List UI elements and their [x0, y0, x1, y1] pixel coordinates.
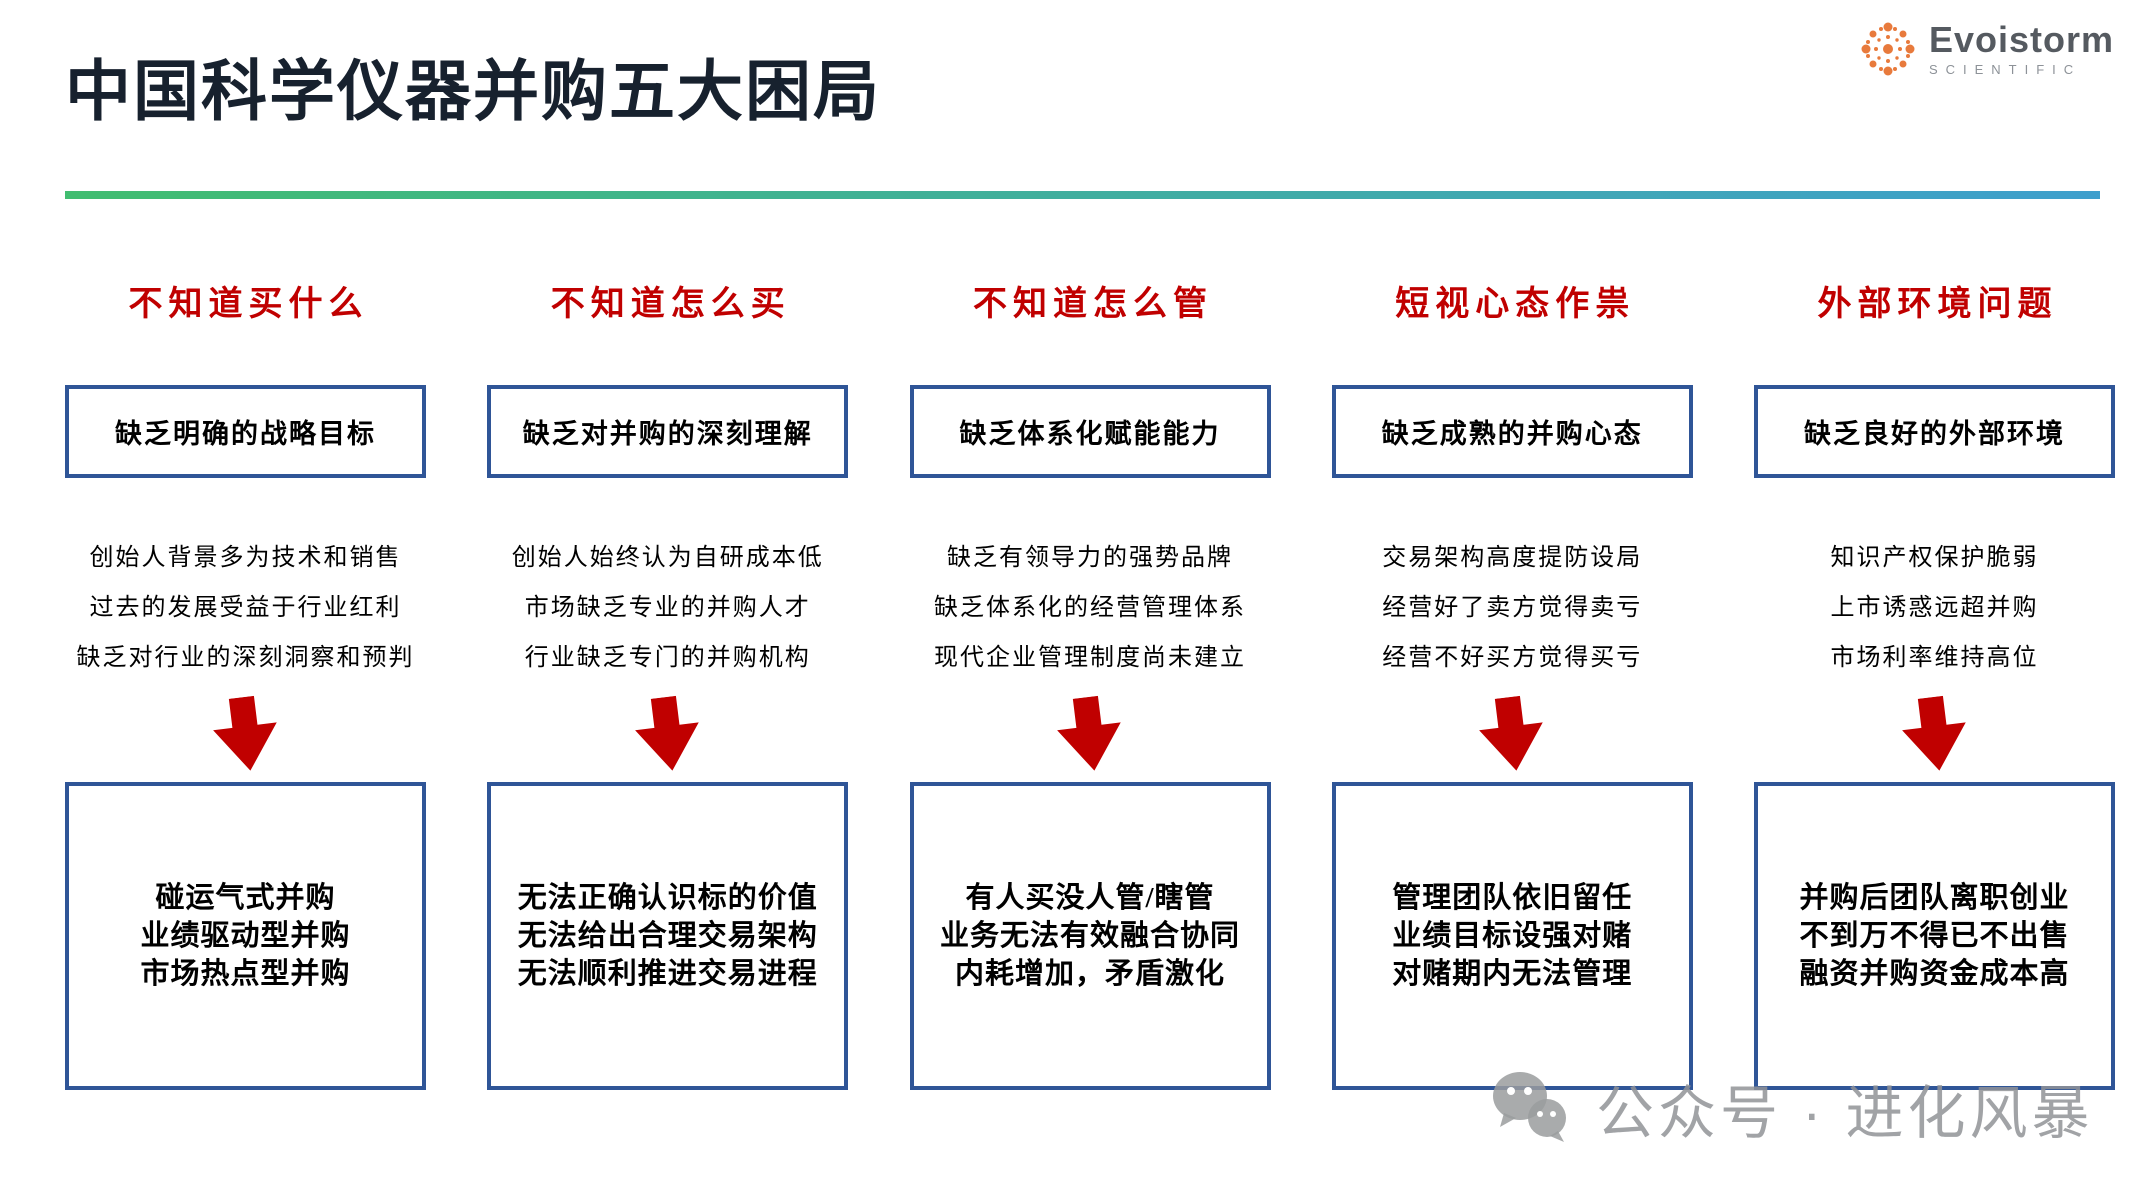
result-item: 有人买没人管/瞎管: [965, 882, 1215, 914]
cause-item: 行业缺乏专门的并购机构: [524, 645, 811, 671]
result-box: 管理团队依旧留任 业绩目标设强对赌 对赌期内无法管理: [1331, 782, 1693, 1090]
result-box: 无法正确认识标的价值 无法给出合理交易架构 无法顺利推进交易进程: [487, 782, 849, 1090]
problem-text: 缺乏对并购的深刻理解: [522, 419, 813, 449]
column-3: 不知道怎么管 缺乏体系化赋能能力 缺乏有领导力的强势品牌 缺乏体系化的经营管理体…: [909, 285, 1271, 1090]
problem-box: 缺乏体系化赋能能力: [909, 385, 1271, 478]
cause-item: 知识产权保护脆弱: [1830, 545, 2039, 571]
result-item: 对赌期内无法管理: [1392, 958, 1633, 990]
result-item: 无法给出合理交易架构: [517, 920, 818, 952]
down-arrow-icon: [1479, 695, 1544, 771]
problem-text: 缺乏成熟的并购心态: [1381, 419, 1643, 449]
logo-text: Evoistorm SCIENTIFIC: [1928, 19, 2114, 77]
result-item: 业绩目标设强对赌: [1392, 920, 1633, 952]
watermark: 公众号 · 进化风暴: [1490, 1066, 2094, 1150]
evoistorm-logo: Evoistorm SCIENTIFIC: [1857, 18, 2114, 80]
down-arrow-icon: [212, 695, 277, 771]
cause-item: 创始人背景多为技术和销售: [89, 545, 402, 571]
down-arrow-icon: [1057, 695, 1121, 771]
result-box: 碰运气式并购 业绩驱动型并购 市场热点型并购: [65, 782, 426, 1090]
result-item: 管理团队依旧留任: [1392, 882, 1633, 914]
watermark-text: 公众号 · 进化风暴: [1596, 1081, 2094, 1146]
cause-item: 缺乏对行业的深刻洞察和预判: [76, 645, 415, 671]
title-divider: [65, 191, 2100, 199]
problem-text: 缺乏明确的战略目标: [115, 419, 376, 449]
cause-item: 缺乏体系化的经营管理体系: [934, 595, 1246, 621]
problem-box: 缺乏对并购的深刻理解: [487, 385, 849, 478]
columns-container: 不知道买什么 缺乏明确的战略目标 创始人背景多为技术和销售 过去的发展受益于行业…: [65, 285, 2115, 1090]
column-header: 外部环境问题: [1817, 286, 2058, 323]
problem-text: 缺乏良好的外部环境: [1804, 419, 2065, 449]
column-header: 不知道怎么管: [973, 286, 1213, 323]
down-arrow-icon: [1901, 695, 1966, 771]
problem-text: 缺乏体系化赋能能力: [959, 419, 1221, 449]
result-item: 业务无法有效融合协同: [939, 920, 1240, 952]
cause-list: 交易架构高度提防设局 经营好了卖方觉得卖亏 经营不好买方觉得买亏: [1382, 533, 1642, 683]
cause-item: 缺乏有领导力的强势品牌: [947, 545, 1233, 571]
cause-list: 创始人始终认为自研成本低 市场缺乏专业的并购人才 行业缺乏专门的并购机构: [512, 533, 824, 683]
logo-name: Evoistorm: [1928, 19, 2114, 60]
cause-list: 缺乏有领导力的强势品牌 缺乏体系化的经营管理体系 现代企业管理制度尚未建立: [934, 533, 1246, 683]
result-item: 市场热点型并购: [140, 958, 351, 990]
result-item: 无法正确认识标的价值: [517, 882, 818, 914]
column-header: 短视心态作祟: [1395, 286, 1636, 323]
cause-item: 市场利率维持高位: [1830, 645, 2039, 671]
page-title: 中国科学仪器并购五大困局: [65, 56, 881, 129]
result-item: 不到万不得已不出售: [1799, 920, 2070, 952]
result-item: 并购后团队离职创业: [1799, 882, 2070, 914]
column-5: 外部环境问题 缺乏良好的外部环境 知识产权保护脆弱 上市诱惑远超并购 市场利率维…: [1754, 285, 2115, 1090]
result-item: 无法顺利推进交易进程: [517, 958, 818, 990]
starburst-icon: [1861, 22, 1915, 76]
problem-box: 缺乏明确的战略目标: [65, 385, 426, 478]
cause-item: 经营好了卖方觉得卖亏: [1382, 595, 1643, 621]
cause-list: 知识产权保护脆弱 上市诱惑远超并购 市场利率维持高位: [1831, 533, 2039, 683]
result-item: 融资并购资金成本高: [1799, 958, 2070, 990]
cause-list: 创始人背景多为技术和销售 过去的发展受益于行业红利 缺乏对行业的深刻洞察和预判: [77, 533, 415, 683]
wechat-icon: [1493, 1072, 1566, 1142]
problem-box: 缺乏良好的外部环境: [1754, 385, 2115, 478]
logo-subtitle: SCIENTIFIC: [1928, 62, 2082, 77]
cause-item: 创始人始终认为自研成本低: [511, 545, 824, 571]
column-4: 短视心态作祟 缺乏成熟的并购心态 交易架构高度提防设局 经营好了卖方觉得卖亏 经…: [1331, 285, 1693, 1090]
cause-item: 现代企业管理制度尚未建立: [934, 645, 1246, 671]
column-1: 不知道买什么 缺乏明确的战略目标 创始人背景多为技术和销售 过去的发展受益于行业…: [65, 285, 426, 1090]
cause-item: 经营不好买方觉得买亏: [1382, 645, 1643, 671]
result-box: 有人买没人管/瞎管 业务无法有效融合协同 内耗增加，矛盾激化: [909, 782, 1271, 1090]
cause-item: 交易架构高度提防设局: [1382, 545, 1643, 571]
down-arrow-icon: [634, 695, 699, 771]
result-item: 业绩驱动型并购: [140, 920, 351, 952]
result-box: 并购后团队离职创业 不到万不得已不出售 融资并购资金成本高: [1754, 782, 2115, 1090]
cause-item: 上市诱惑远超并购: [1830, 595, 2039, 621]
column-2: 不知道怎么买 缺乏对并购的深刻理解 创始人始终认为自研成本低 市场缺乏专业的并购…: [487, 285, 849, 1090]
column-header: 不知道怎么买: [550, 286, 791, 323]
cause-item: 过去的发展受益于行业红利: [89, 595, 402, 621]
cause-item: 市场缺乏专业的并购人才: [524, 595, 811, 621]
column-header: 不知道买什么: [128, 286, 369, 323]
problem-box: 缺乏成熟的并购心态: [1331, 385, 1693, 478]
result-item: 内耗增加，矛盾激化: [954, 958, 1225, 990]
result-item: 碰运气式并购: [155, 882, 336, 914]
